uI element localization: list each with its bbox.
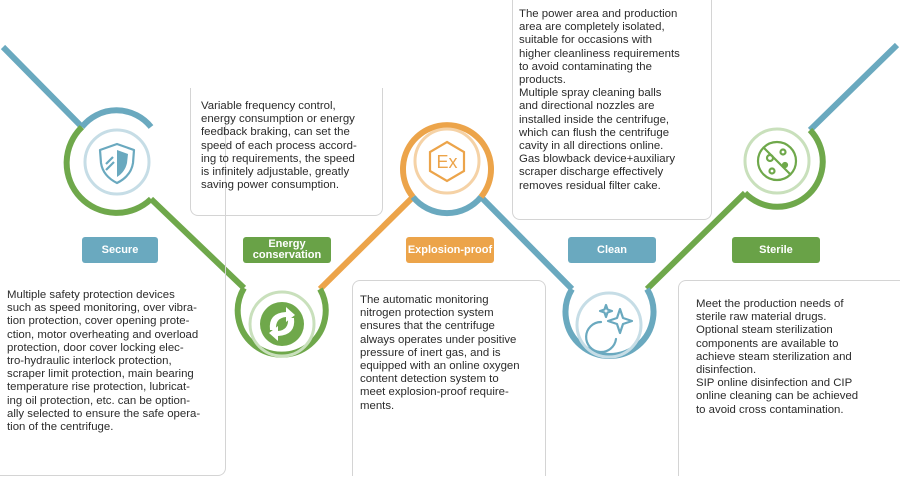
desc-line: meet explosion-proof require- — [360, 386, 509, 399]
desc-line: disinfection. — [696, 364, 757, 377]
ex-badge-icon: Ex — [428, 140, 466, 183]
desc-line: feedback braking, can set the — [201, 126, 350, 139]
explosion-proof-description: The automatic monitoring nitrogen protec… — [352, 280, 546, 476]
desc-line: ing to requirements, the speed — [201, 152, 355, 165]
desc-line: Optional steam sterilization — [696, 324, 833, 337]
desc-line: ally selected to ensure the safe opera- — [7, 407, 201, 420]
tag-secure-label: Secure — [101, 243, 139, 256]
desc-line: installed inside the centrifuge, — [519, 113, 670, 126]
desc-line: temperature rise protection, lubricat- — [7, 381, 190, 394]
connector-line — [644, 190, 748, 292]
clean-node — [562, 287, 657, 360]
recycle-arrows-icon — [260, 302, 304, 346]
desc-line: SIP online disinfection and CIP — [696, 377, 853, 390]
desc-line: Variable frequency control, — [201, 100, 336, 112]
connector-line — [807, 42, 900, 133]
desc-line: cavity in all directions online. — [519, 140, 664, 153]
desc-line: higher cleanliness requirements — [519, 47, 680, 60]
no-bacteria-icon — [756, 140, 798, 182]
desc-line: always operates under positive — [360, 333, 517, 346]
desc-line: ing oil protection, etc. can be option- — [7, 394, 190, 407]
desc-line: which can flush the centrifuge — [519, 126, 670, 139]
desc-line: and directional nozzles are — [519, 100, 655, 113]
desc-line: such as speed monitoring, over vibra- — [7, 302, 197, 315]
desc-line: scraper discharge effectively — [519, 166, 664, 179]
connector-line — [317, 194, 416, 292]
desc-line: Meet the production needs of — [696, 298, 844, 310]
desc-line: protection, door cover locking elec- — [7, 341, 184, 354]
desc-line: suitable for occasions with — [519, 34, 652, 47]
desc-line: tion of the centrifuge. — [7, 421, 114, 434]
clean-description: The power area and production area are c… — [512, 0, 712, 220]
sterile-node — [742, 127, 826, 210]
energy-node — [234, 286, 329, 358]
secure-description: Multiple safety protection devices such … — [0, 117, 226, 476]
connector-line — [0, 44, 85, 130]
desc-line: products. — [519, 74, 566, 87]
tag-explosion-proof-label: Explosion-proof — [407, 243, 493, 256]
desc-line: ments. — [360, 399, 395, 412]
desc-line: area are completely isolated, — [519, 21, 665, 34]
explosion-proof-node: Ex — [400, 122, 494, 216]
desc-line: speed of each process accord- — [201, 139, 357, 152]
desc-line: saving power consumption. — [201, 179, 340, 192]
tag-sterile: Sterile — [732, 237, 820, 263]
desc-line: to avoid contaminating the — [519, 60, 652, 73]
tag-clean-label: Clean — [597, 243, 627, 256]
desc-line: ction, motor overheating and overload — [7, 328, 199, 341]
desc-line: to avoid cross contamination. — [696, 403, 844, 416]
tag-sterile-label: Sterile — [759, 243, 793, 256]
tag-energy-conservation: Energy conservation — [243, 237, 331, 263]
desc-line: online cleaning can be achieved — [696, 390, 859, 403]
desc-line: The power area and production — [519, 8, 678, 20]
sterile-description: Meet the production needs of sterile raw… — [678, 280, 900, 476]
ex-badge-text: Ex — [436, 152, 457, 172]
tag-explosion-proof: Explosion-proof — [406, 237, 494, 263]
tag-clean: Clean — [568, 237, 656, 263]
desc-line: content detection system to — [360, 373, 499, 386]
connector-line — [478, 194, 575, 292]
tag-energy-line2: conservation — [252, 249, 322, 261]
desc-line: tro-hydraulic interlock protection, — [7, 355, 172, 368]
desc-line: Multiple safety protection devices — [7, 289, 175, 301]
energy-conservation-description: Variable frequency control, energy consu… — [190, 88, 383, 216]
desc-line: scraper limit protection, main bearing — [7, 368, 194, 381]
connector-line — [148, 196, 247, 291]
desc-line: Gas blowback device+auxiliary — [519, 153, 676, 166]
desc-line: Multiple spray cleaning balls — [519, 87, 662, 100]
desc-line: nitrogen protection system — [360, 307, 494, 320]
desc-line: pressure of inert gas, and is — [360, 346, 501, 359]
desc-line: ensures that the centrifuge — [360, 320, 495, 333]
desc-line: energy consumption or energy — [201, 113, 355, 126]
desc-line: components are available to — [696, 337, 839, 350]
sparkle-icon — [585, 303, 634, 354]
desc-line: The automatic monitoring — [360, 294, 489, 306]
desc-line: removes residual filter cake. — [519, 179, 661, 192]
desc-line: equipped with an online oxygen — [360, 360, 520, 373]
shield-icon — [98, 142, 136, 185]
desc-line: achieve steam sterilization and — [696, 350, 852, 363]
tag-energy-line1: Energy — [268, 238, 306, 250]
desc-line: tion protection, cover opening prote- — [7, 315, 190, 328]
desc-line: sterile raw material drugs. — [696, 311, 827, 324]
desc-line: is infinitely adjustable, greatly — [201, 166, 350, 179]
tag-secure: Secure — [82, 237, 158, 263]
secure-node — [63, 107, 154, 216]
